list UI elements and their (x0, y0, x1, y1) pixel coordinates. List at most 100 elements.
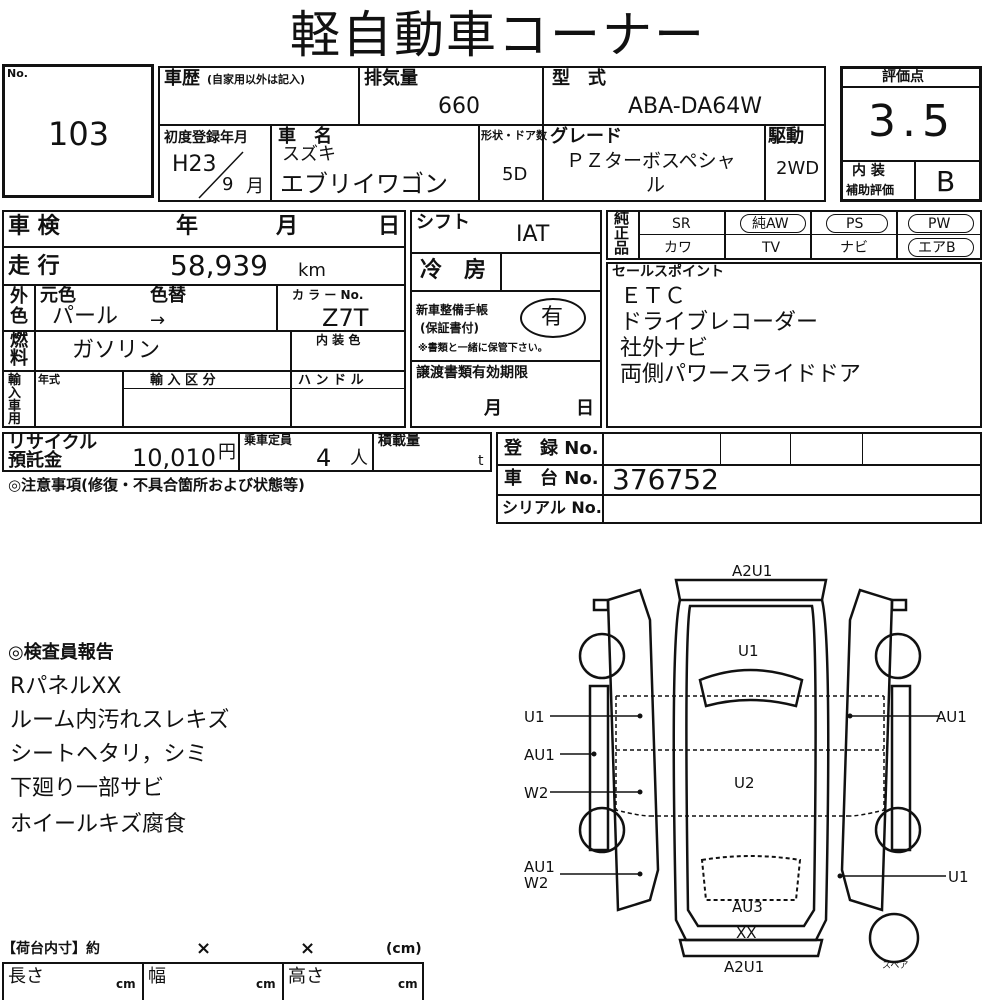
equip-ps: PS (846, 216, 864, 232)
fuel-label-1: 燃 (10, 330, 28, 351)
cargo-width-cm: cm (256, 977, 276, 991)
lot-number-box (2, 64, 154, 198)
first-reg-era: H23 (172, 152, 217, 177)
equip-tv: TV (762, 240, 781, 256)
registration-label: 登 録 No. (504, 438, 599, 459)
interior-score-value: B (936, 165, 956, 198)
equip-pw-circle (908, 214, 974, 233)
grade-value-2: ル (646, 174, 666, 196)
equip-alloy-wheel-circle (740, 214, 806, 233)
color-arrow: → (150, 310, 166, 331)
equip-alloy-wheel: 純AW (752, 216, 789, 232)
report-item-1: RパネルXX (10, 674, 122, 699)
recycle-label-2: 預託金 (8, 450, 62, 471)
orig-color-value: パール (52, 304, 119, 329)
diag-left-2: AU1 (524, 746, 555, 764)
drive-value: 2WD (776, 158, 820, 179)
interior-color-label: 内 装 色 (316, 333, 361, 347)
model-label: 型 式 (552, 68, 606, 89)
shift-box (410, 210, 602, 428)
diag-left-4a: AU1 (524, 858, 555, 876)
diag-right-2: U1 (948, 868, 969, 886)
equip-navi: ナビ (840, 240, 868, 256)
displacement-value: 660 (438, 94, 480, 119)
sales-point-3: 社外ナビ (620, 336, 709, 361)
car-maker: スズキ (282, 144, 336, 165)
equip-label-3: 品 (614, 239, 630, 257)
registration-box (496, 432, 982, 524)
equip-sr: SR (672, 216, 691, 232)
score-box (840, 66, 982, 202)
report-item-3: シートヘタリ，シミ (10, 742, 208, 767)
sales-point-box (606, 262, 982, 428)
sales-point-label: セールスポイント (612, 264, 724, 280)
recycle-unit: 円 (218, 442, 236, 463)
shift-label: シフト (416, 212, 470, 233)
cargo-unit: (cm) (386, 941, 422, 957)
diag-right-1: AU1 (936, 708, 967, 726)
mileage-value: 58,939 (170, 249, 268, 282)
score-label: 評価点 (882, 69, 924, 85)
interior-score-label2: 補助評価 (846, 183, 895, 197)
cargo-width-label: 幅 (148, 966, 166, 987)
orig-color-label: 元色 (40, 285, 76, 306)
doors-label: 形状・ドア数 (481, 129, 547, 142)
fuel-value: ガソリン (72, 338, 161, 363)
cargo-height-cm: cm (398, 977, 418, 991)
history-note: (自家用以外は記入) (207, 73, 306, 86)
displacement-label: 排気量 (364, 68, 418, 89)
transfer-day: 日 (576, 398, 594, 419)
diag-left-3: W2 (524, 784, 549, 802)
diag-left-1: U1 (524, 708, 545, 726)
warranty-value (520, 298, 586, 338)
equip-airbag: エアB (918, 240, 956, 256)
capacity-label: 乗車定員 (244, 433, 293, 447)
import-year-label: 年式 (38, 373, 60, 386)
inspection-month: 月 (276, 214, 299, 239)
warranty-label-1: 新車整備手帳 (416, 303, 489, 317)
transfer-month: 月 (484, 398, 502, 419)
load-label: 積載量 (378, 433, 420, 449)
diag-rear-bottom: A2U1 (724, 958, 765, 976)
warranty-note: ※書類と一緒に保管下さい。 (418, 343, 548, 354)
import-label: 輸入車用 (8, 373, 22, 427)
exterior-label-1: 外 (10, 286, 28, 307)
equip-leather: カワ (664, 240, 692, 256)
sales-point-2: ドライブレコーダー (620, 310, 819, 335)
diag-rear-bumper: XX (736, 924, 757, 942)
equip-ps-circle (826, 214, 888, 233)
page-title: 軽自動車コーナー (290, 6, 706, 64)
lot-number: 103 (48, 115, 110, 153)
equip-label-1: 純 (614, 209, 630, 227)
sales-point-4: 両側パワースライドドア (620, 362, 861, 387)
transfer-label: 譲渡書類有効期限 (416, 365, 528, 381)
handle-label: ハ ン ド ル (298, 373, 364, 388)
import-category-label: 輸 入 区 分 (150, 373, 216, 388)
cargo-length-label: 長さ (8, 966, 44, 987)
score-value: 3.5 (868, 96, 956, 147)
model-value: ABA-DA64W (628, 94, 762, 119)
color-no-value: Z7T (322, 304, 369, 332)
mileage-unit: km (298, 260, 326, 281)
diag-front-top: A2U1 (732, 562, 773, 580)
exterior-label-2: 色 (10, 306, 28, 327)
cargo-x2: × (300, 938, 316, 959)
car-name: エブリイワゴン (280, 170, 448, 198)
diag-rear-glass: AU3 (732, 898, 763, 916)
capacity-unit: 人 (350, 448, 368, 469)
recycle-box (2, 432, 492, 472)
report-item-5: ホイールキズ腐食 (10, 812, 187, 837)
caution-label: ◎注意事項(修復・不具合箇所および状態等) (8, 476, 305, 494)
diag-spare-label: スペア (882, 961, 909, 971)
cargo-length-cm: cm (116, 977, 136, 991)
load-unit: t (478, 453, 484, 469)
color-no-label: カ ラ ー No. (292, 288, 364, 302)
recycle-value: 10,010 (132, 444, 216, 472)
report-item-4: 下廻り一部サビ (10, 776, 165, 801)
inspection-label: 車 検 (8, 214, 60, 239)
drive-label: 駆動 (768, 126, 804, 147)
warranty-value-text: 有 (541, 305, 564, 330)
mileage-label: 走 行 (8, 254, 60, 279)
doors-value: 5D (502, 164, 528, 185)
cargo-box (2, 962, 424, 1000)
